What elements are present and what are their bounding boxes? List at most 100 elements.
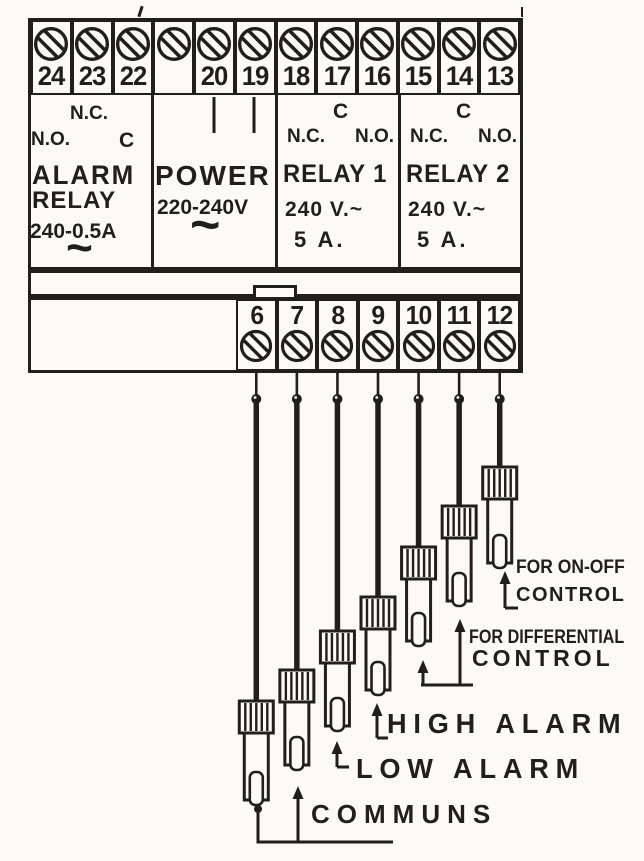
screw-icon xyxy=(240,329,273,363)
differential-control-bracket xyxy=(417,619,473,687)
probe-communs-terminal-7 xyxy=(278,668,316,772)
sensor-probes xyxy=(237,465,519,807)
mounting-notch xyxy=(253,285,297,297)
communs-bracket xyxy=(254,786,393,844)
terminal-cell-15: 15 xyxy=(397,20,439,95)
differential-control-label-line1: FOR DIFFERENTIAL xyxy=(469,627,625,648)
alarm-relay-nc-label: N.C. xyxy=(70,103,108,124)
relay1-rating: 240 V.~ xyxy=(285,198,364,221)
terminal-cell-14: 14 xyxy=(438,20,480,95)
scan-mark xyxy=(521,7,523,17)
low-alarm-label: LOW ALARM xyxy=(356,753,586,784)
relay2-rating: 240 V.~ xyxy=(408,198,487,221)
alarm-relay-rating: 240-0.5A xyxy=(30,220,117,243)
terminal-cell-13: 13 xyxy=(479,20,520,95)
probe-high-alarm-terminal-9 xyxy=(359,595,397,697)
sensor-wires xyxy=(251,371,505,705)
screw-icon xyxy=(402,329,435,363)
on-off-control-label-line2: CONTROL xyxy=(516,584,626,606)
on-off-control-arrow xyxy=(499,571,518,610)
terminal-number: 10 xyxy=(405,300,433,330)
terminal-number: 12 xyxy=(486,300,514,330)
alarm-relay-name-line2: RELAY xyxy=(32,187,117,214)
terminal-number: 24 xyxy=(38,61,66,91)
probe-low-alarm-terminal-8 xyxy=(318,629,356,733)
terminal-number: 18 xyxy=(282,61,311,91)
terminal-number: 9 xyxy=(371,300,386,330)
section-divider xyxy=(151,95,154,268)
power-rating: 220-240V xyxy=(157,196,249,219)
wire-terminal-8 xyxy=(332,371,343,635)
wire-terminal-7 xyxy=(291,371,302,674)
terminal-cell-18: 18 xyxy=(275,20,317,95)
high-alarm-label: HIGH ALARM xyxy=(387,708,628,739)
terminal-cell-blank xyxy=(153,20,194,95)
relay1-name: RELAY 1 xyxy=(283,160,388,188)
section-divider xyxy=(398,95,401,268)
screw-icon xyxy=(361,329,395,363)
alarm-relay-ac-symbol: ~ xyxy=(66,221,93,273)
wire-terminal-9 xyxy=(373,371,383,601)
terminal-cell-8: 8 xyxy=(317,299,358,371)
terminal-number: 16 xyxy=(364,61,392,91)
terminal-number: 6 xyxy=(249,300,264,330)
probe-differential-control-terminal-10 xyxy=(400,545,438,648)
relay1-nc-label: N.C. xyxy=(287,126,325,147)
terminal-number: 22 xyxy=(119,61,148,91)
terminal-number: 14 xyxy=(445,61,474,91)
terminal-cell-19: 19 xyxy=(234,20,276,95)
screw-icon xyxy=(156,26,191,62)
low-alarm-arrow xyxy=(331,741,349,769)
on-off-control-label-line1: FOR ON-OFF xyxy=(516,557,625,578)
terminal-number: 17 xyxy=(323,61,351,91)
top-terminal-row: 24 23 22 20 19 18 17 16 15 14 13 xyxy=(31,20,520,95)
probe-communs-terminal-6 xyxy=(237,699,275,807)
screw-icon xyxy=(360,26,395,62)
probe-on-off-control-terminal-12 xyxy=(481,465,519,570)
alarm-relay-no-label: N.O. xyxy=(31,129,71,150)
terminal-cell-24: 24 xyxy=(31,20,72,95)
wire-terminal-10 xyxy=(413,371,424,551)
screw-icon xyxy=(75,26,110,62)
terminal-cell-11: 11 xyxy=(438,299,480,371)
terminal-number: 15 xyxy=(404,61,433,91)
terminal-cell-9: 9 xyxy=(357,299,399,371)
terminal-number: 11 xyxy=(447,300,472,330)
power-supply-leads xyxy=(212,97,256,133)
relay2-no-label: N.O. xyxy=(478,126,518,147)
relay2-nc-label: N.C. xyxy=(410,126,448,147)
relay1-c-label: C xyxy=(333,100,349,123)
terminal-number: 13 xyxy=(486,61,514,91)
terminal-number: 7 xyxy=(290,300,304,330)
terminal-cell-16: 16 xyxy=(357,20,398,95)
wire-terminal-6 xyxy=(251,371,262,705)
wire-terminal-11 xyxy=(454,371,465,510)
terminal-number: 19 xyxy=(241,61,270,91)
terminal-cell-6: 6 xyxy=(236,299,277,371)
power-ac-symbol: ~ xyxy=(190,196,221,254)
relay2-name: RELAY 2 xyxy=(406,160,511,188)
differential-control-label-line2: CONTROL xyxy=(472,645,614,671)
power-name: POWER xyxy=(155,160,271,191)
terminal-number: 23 xyxy=(78,61,107,91)
section-divider xyxy=(275,95,278,268)
screw-icon xyxy=(197,26,232,62)
screw-icon xyxy=(443,329,476,363)
relay1-amps: 5 A. xyxy=(294,227,346,252)
terminal-cell-22: 22 xyxy=(112,20,154,95)
screw-icon xyxy=(321,329,354,363)
relay2-c-label: C xyxy=(456,100,472,123)
terminal-number: 20 xyxy=(201,61,229,91)
screw-icon xyxy=(483,329,516,363)
terminal-cell-20: 20 xyxy=(194,20,235,95)
screw-icon xyxy=(441,26,476,62)
screw-icon xyxy=(319,26,354,62)
terminal-cell-23: 23 xyxy=(71,20,113,95)
terminal-cell-17: 17 xyxy=(316,20,357,95)
screw-icon xyxy=(34,26,69,62)
screw-icon xyxy=(482,26,517,62)
probe-differential-control-terminal-11 xyxy=(440,504,478,608)
terminal-cell-12: 12 xyxy=(479,299,521,371)
screw-icon xyxy=(238,26,273,62)
